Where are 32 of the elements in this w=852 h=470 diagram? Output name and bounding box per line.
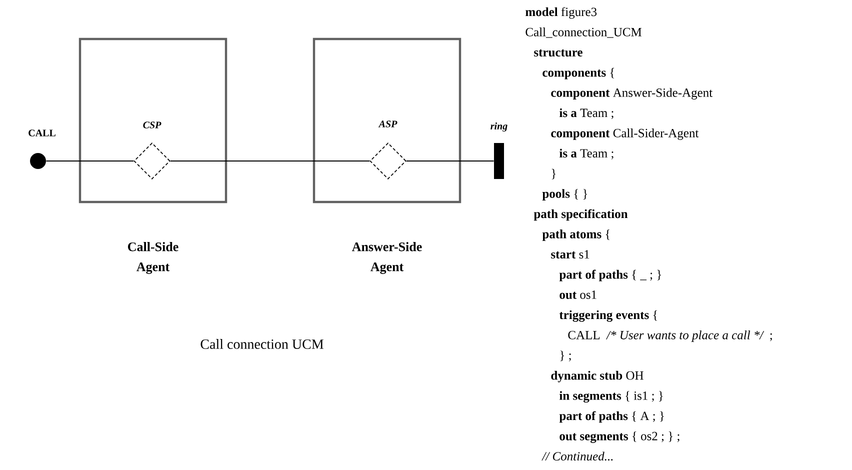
code-line: in segments { is1 ; } (559, 391, 663, 403)
code-line: } ; (560, 350, 571, 362)
code-line: Call_connection_UCM (526, 28, 642, 38)
code-line: CALL (568, 330, 600, 340)
code-line: dynamic stub OH (551, 370, 644, 382)
code-line: triggering events { (559, 310, 658, 322)
code-line: is a Team ; (559, 148, 614, 160)
code-line: out os1 (560, 290, 596, 299)
code-line: components { (542, 68, 614, 80)
caption: Call connection UCM (200, 339, 324, 349)
code-line: component Call-Sider-Agent (551, 128, 699, 140)
code-line: model figure3 (526, 7, 597, 19)
stub-label: CSP (143, 122, 162, 128)
start-label: CALL (28, 130, 56, 136)
code-line: start s1 (551, 250, 590, 259)
code-line: structure (534, 49, 582, 57)
end-label: ring (490, 122, 508, 132)
code-line: pools { } (542, 189, 588, 200)
code-line: ; (770, 333, 772, 342)
code-line: } (552, 168, 556, 180)
code-line: part of paths { A ; } (559, 411, 664, 423)
code-comment: // Continued... (542, 452, 613, 461)
code-line: path specification (534, 209, 628, 221)
code-line: is a Team ; (559, 108, 614, 119)
code-line: part of paths { _ ; } (559, 270, 662, 282)
code-line: path atoms { (542, 230, 610, 241)
code-line: out segments { os2 ; } ; (560, 432, 680, 443)
code-comment: /* User wants to place a call */ (606, 330, 764, 342)
code-line: component Answer-Side-Agent (551, 88, 712, 100)
component-label: Answer-Side Agent (352, 242, 422, 274)
component-label: Call-Side Agent (128, 242, 178, 274)
stub-label: ASP (378, 120, 398, 128)
